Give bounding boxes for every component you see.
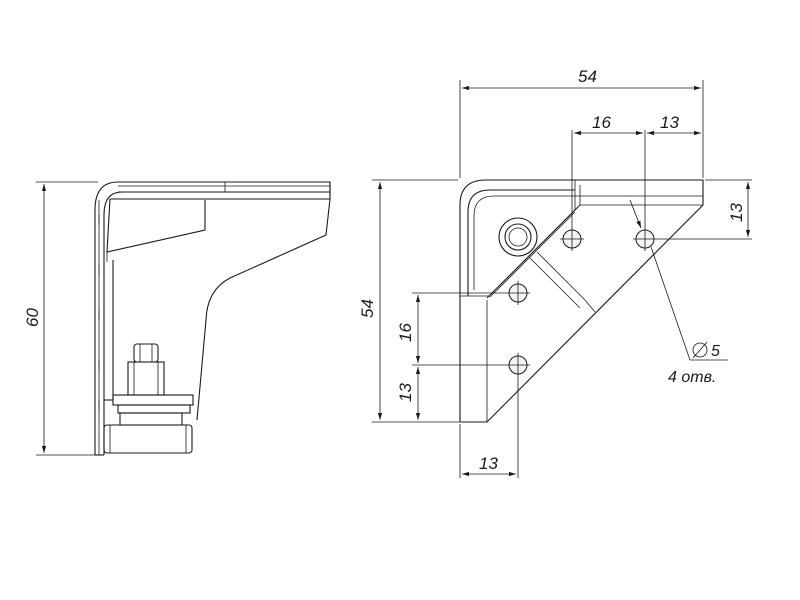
front-height-label: 54 [358,299,377,318]
dimension-left-16-13: 16 13 [396,295,421,420]
hole-callout: 5 4 отв. [629,199,728,386]
left-offset-16-label: 16 [396,323,415,342]
side-view [94,181,331,456]
dimension-top-16-13: 16 13 [574,113,701,136]
hole-diameter-label: 5 [711,343,720,360]
dimension-60: 60 [23,181,98,456]
top-offset-16-label: 16 [592,113,611,132]
side-height-label: 60 [23,308,42,327]
dimension-height-54: 54 [358,179,485,423]
dimension-bottom-13: 13 [459,424,516,478]
bottom-offset-13-label: 13 [479,454,498,473]
front-width-label: 54 [578,67,597,86]
hole-count-label: 4 отв. [668,369,716,386]
dimension-width-54: 54 [459,67,704,178]
front-view [412,130,752,478]
dimension-right-13: 13 [705,179,752,237]
right-offset-13-label: 13 [727,203,746,222]
top-offset-13-label: 13 [660,113,679,132]
left-offset-13-label: 13 [396,383,415,402]
